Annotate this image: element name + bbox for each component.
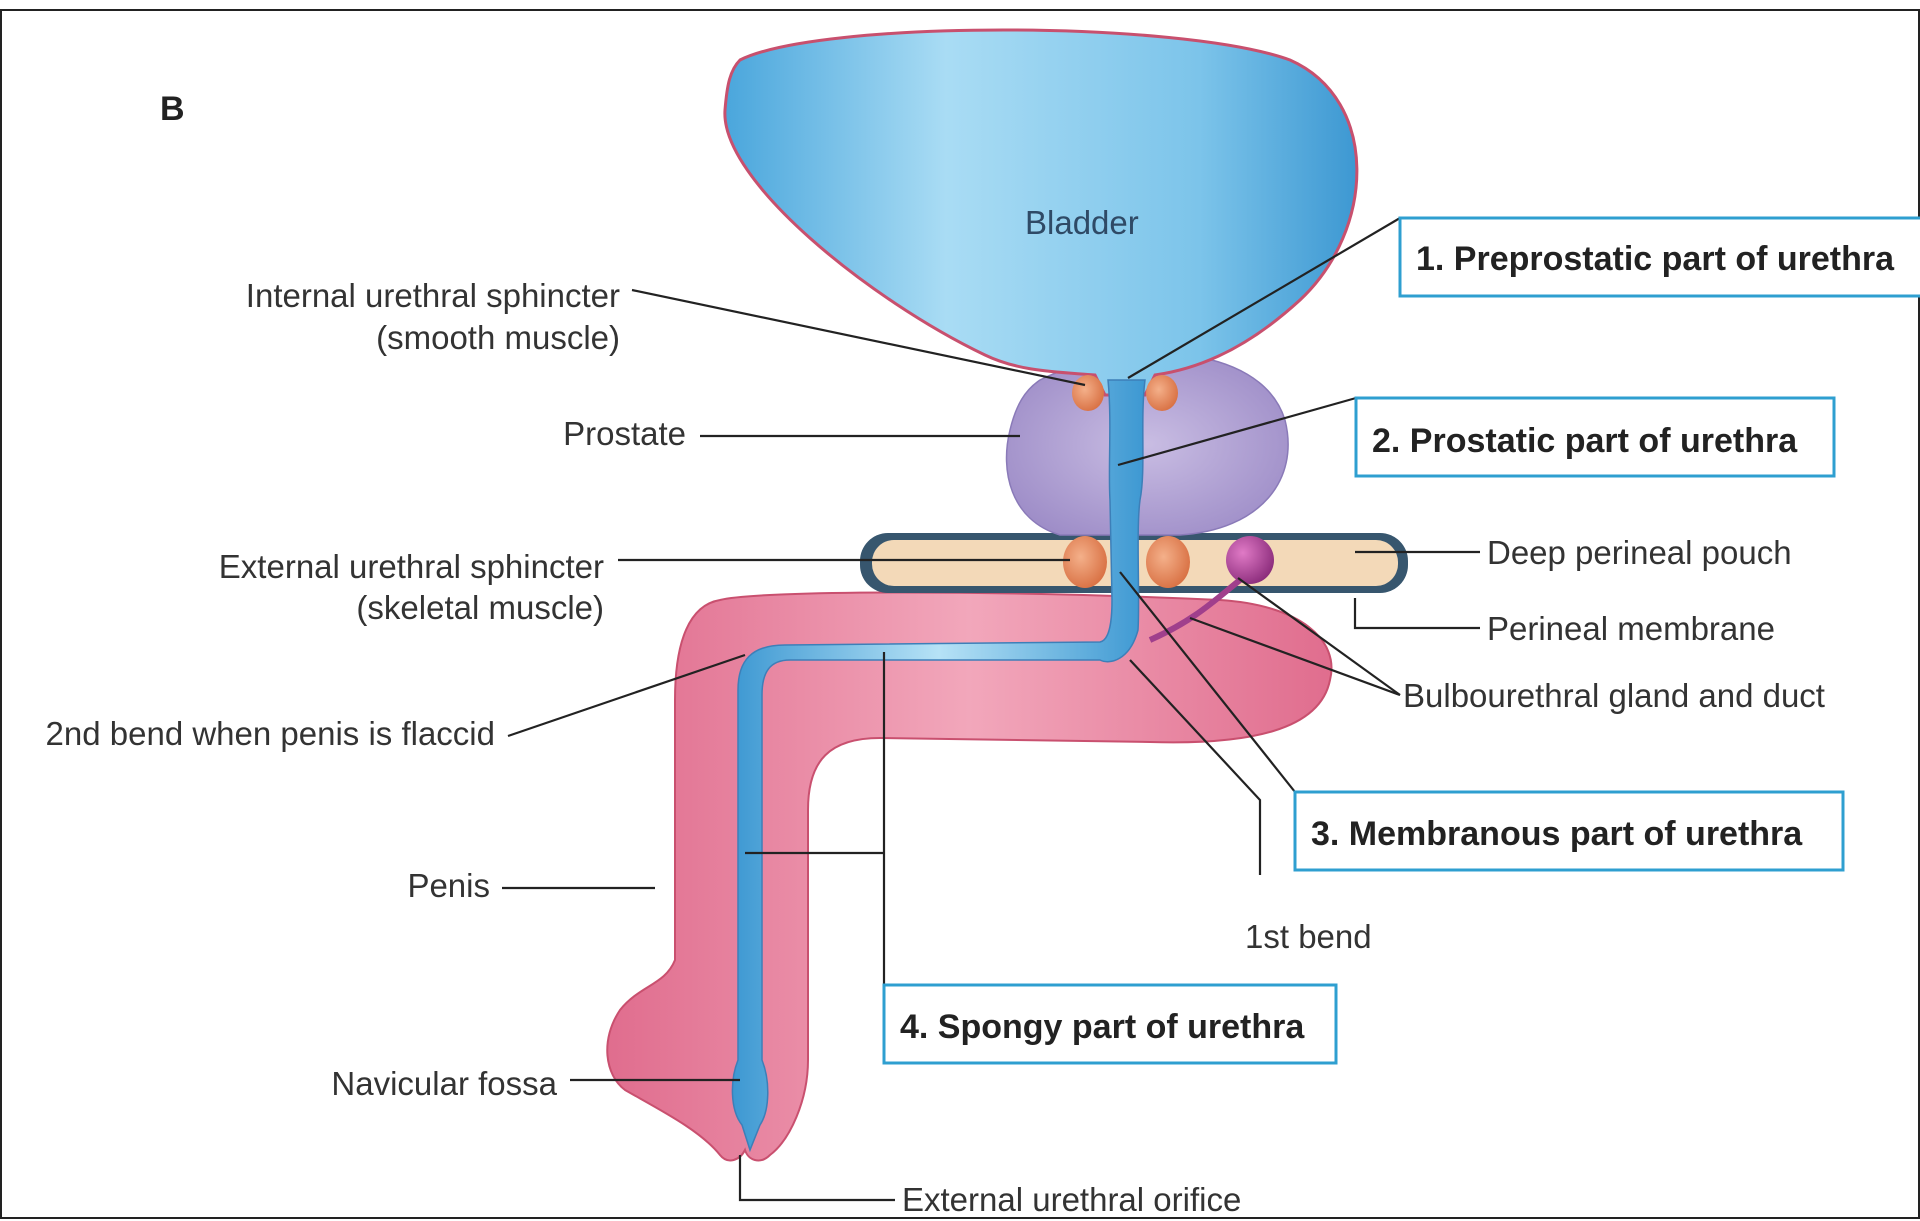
second-bend-label: 2nd bend when penis is flaccid — [46, 715, 495, 752]
external-orifice-leader — [740, 1155, 895, 1200]
internal-sphincter-label: Internal urethral sphincter — [246, 277, 620, 314]
internal-sphincter-left — [1072, 375, 1104, 411]
penis-shape — [607, 593, 1331, 1161]
perineal-membrane-label: Perineal membrane — [1487, 610, 1775, 647]
internal-sphincter-sublabel: (smooth muscle) — [376, 319, 620, 356]
penis-label: Penis — [407, 867, 490, 904]
bulbourethral-label: Bulbourethral gland and duct — [1403, 677, 1825, 714]
bulbourethral-gland — [1226, 536, 1274, 584]
part-4-label: 4. Spongy part of urethra — [900, 1008, 1305, 1046]
bladder-label: Bladder — [1025, 204, 1139, 241]
external-sphincter-right — [1146, 536, 1190, 588]
external-sphincter-label: External urethral sphincter — [219, 548, 604, 585]
perineal-membrane-leader — [1355, 598, 1480, 628]
panel-letter: B — [160, 90, 185, 128]
external-sphincter-left — [1063, 536, 1107, 588]
part-1-label: 1. Preprostatic part of urethra — [1416, 240, 1895, 278]
external-sphincter-sublabel: (skeletal muscle) — [356, 589, 604, 626]
internal-sphincter-right — [1146, 375, 1178, 411]
external-orifice-label: External urethral orifice — [902, 1181, 1241, 1218]
first-bend-label: 1st bend — [1245, 918, 1372, 955]
part-2-label: 2. Prostatic part of urethra — [1372, 422, 1798, 460]
deep-pouch-label: Deep perineal pouch — [1487, 534, 1792, 571]
prostate-label: Prostate — [563, 415, 686, 452]
navicular-fossa-label: Navicular fossa — [331, 1065, 557, 1102]
part-3-label: 3. Membranous part of urethra — [1311, 815, 1803, 853]
